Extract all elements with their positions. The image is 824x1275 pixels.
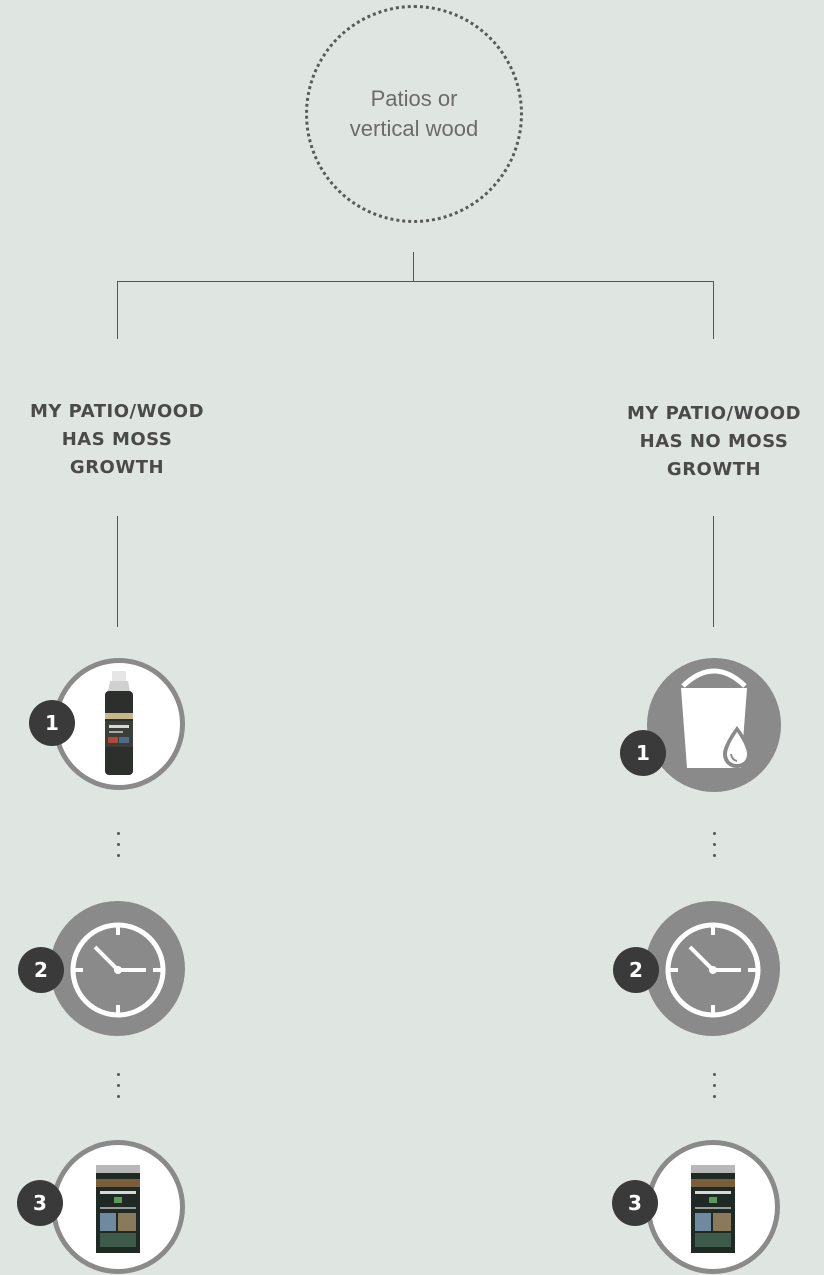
left-step-1-badge: 1 [29,700,75,746]
left-step-2-badge: 2 [18,947,64,993]
clock-icon [50,901,185,1036]
cleaner-bottle-icon [58,663,180,785]
right-step-3-badge: 3 [612,1180,658,1226]
root-node: Patios or vertical wood [305,5,523,223]
left-dots-2 [117,1073,121,1106]
right-step-1-badge: 1 [620,730,666,776]
right-step-2-badge: 2 [613,947,659,993]
right-step-1-circle [647,658,781,792]
right-dots-2 [713,1073,717,1106]
left-step-3-circle [51,1140,185,1274]
wood-oil-tin-icon [651,1145,775,1269]
branch-label-moss: MY PATIO/WOOD HAS MOSS GROWTH [0,398,234,482]
right-branch-connector [713,281,714,339]
right-steps-connector [713,516,714,627]
left-steps-connector [117,516,118,627]
right-step-2-circle [645,901,780,1036]
clock-icon [645,901,780,1036]
wood-oil-tin-icon [56,1145,180,1269]
root-label: Patios or vertical wood [350,84,478,144]
right-dots-1 [713,832,717,865]
root-connector [413,252,414,282]
left-dots-1 [117,832,121,865]
left-branch-connector [117,281,118,339]
branch-bar [117,281,714,282]
left-step-2-circle [50,901,185,1036]
bucket-water-icon [647,658,781,792]
branch-label-no-moss: MY PATIO/WOOD HAS NO MOSS GROWTH [604,400,824,484]
left-step-3-badge: 3 [17,1180,63,1226]
right-step-3-circle [646,1140,780,1274]
